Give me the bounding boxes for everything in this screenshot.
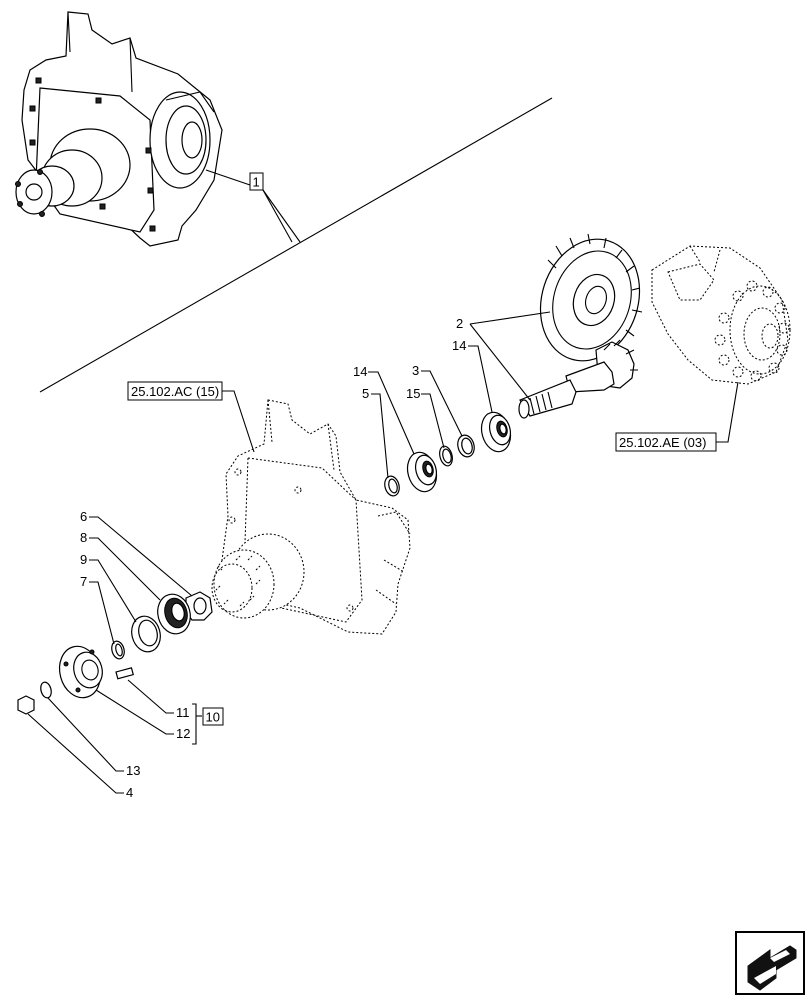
label-part-8: 8 bbox=[80, 530, 161, 601]
svg-text:8: 8 bbox=[80, 530, 87, 545]
svg-text:13: 13 bbox=[126, 763, 140, 778]
label-part-11: 11 bbox=[127, 679, 190, 720]
label-part-14-lower: 14 bbox=[353, 364, 415, 455]
svg-text:3: 3 bbox=[412, 363, 419, 378]
label-part-14-upper: 14 bbox=[452, 338, 493, 413]
callout-assembly-label: 1 bbox=[253, 175, 260, 190]
callout-assembly[interactable]: 1 bbox=[205, 169, 301, 243]
group-10-bracket bbox=[192, 703, 202, 745]
label-part-4: 4 bbox=[27, 713, 133, 800]
svg-text:6: 6 bbox=[80, 509, 87, 524]
label-part-9: 9 bbox=[80, 552, 137, 623]
svg-text:5: 5 bbox=[362, 386, 369, 401]
ring-gear-pinion bbox=[518, 233, 643, 419]
svg-text:14: 14 bbox=[452, 338, 466, 353]
bearing-14-lower bbox=[406, 451, 438, 493]
housing-ref-label: 25.102.AC (15) bbox=[131, 384, 219, 399]
svg-text:9: 9 bbox=[80, 552, 87, 567]
washer-13 bbox=[40, 681, 52, 699]
nut-6 bbox=[185, 591, 213, 621]
svg-text:7: 7 bbox=[80, 574, 87, 589]
snap-ring-5 bbox=[384, 475, 400, 497]
label-part-3: 3 bbox=[412, 363, 463, 437]
svg-text:14: 14 bbox=[353, 364, 367, 379]
group-10-callout[interactable]: 10 bbox=[202, 707, 224, 726]
label-part-12: 12 bbox=[95, 689, 190, 741]
svg-text:12: 12 bbox=[176, 726, 190, 741]
label-part-7: 7 bbox=[80, 574, 115, 645]
housing-ref-callout[interactable]: 25.102.AC (15) bbox=[127, 381, 255, 453]
seal-8 bbox=[157, 593, 191, 635]
overview-assembly bbox=[15, 11, 223, 247]
bearing-14-upper bbox=[480, 411, 512, 453]
shim-15 bbox=[439, 445, 453, 467]
stud-11 bbox=[115, 667, 135, 680]
label-part-13: 13 bbox=[47, 697, 140, 778]
label-part-15: 15 bbox=[406, 386, 445, 449]
section-break-line bbox=[39, 97, 553, 393]
diff-ref-label: 25.102.AE (03) bbox=[619, 435, 706, 450]
final-drive-housing bbox=[211, 399, 411, 635]
svg-text:10: 10 bbox=[206, 710, 220, 725]
differential-housing bbox=[651, 245, 791, 385]
next-page-arrow-icon[interactable] bbox=[735, 931, 805, 995]
bolt-4 bbox=[17, 695, 35, 715]
snap-ring-3 bbox=[457, 434, 475, 458]
svg-text:15: 15 bbox=[406, 386, 420, 401]
o-ring-7 bbox=[111, 640, 125, 660]
diff-ref-callout[interactable]: 25.102.AE (03) bbox=[615, 381, 739, 452]
seal-9 bbox=[131, 615, 161, 653]
svg-text:4: 4 bbox=[126, 785, 133, 800]
svg-text:11: 11 bbox=[176, 705, 190, 720]
label-part-6: 6 bbox=[80, 509, 193, 597]
label-part-2: 2 bbox=[456, 311, 551, 401]
label-part-5: 5 bbox=[362, 386, 389, 479]
svg-text:2: 2 bbox=[456, 316, 463, 331]
flange-12 bbox=[58, 645, 103, 699]
